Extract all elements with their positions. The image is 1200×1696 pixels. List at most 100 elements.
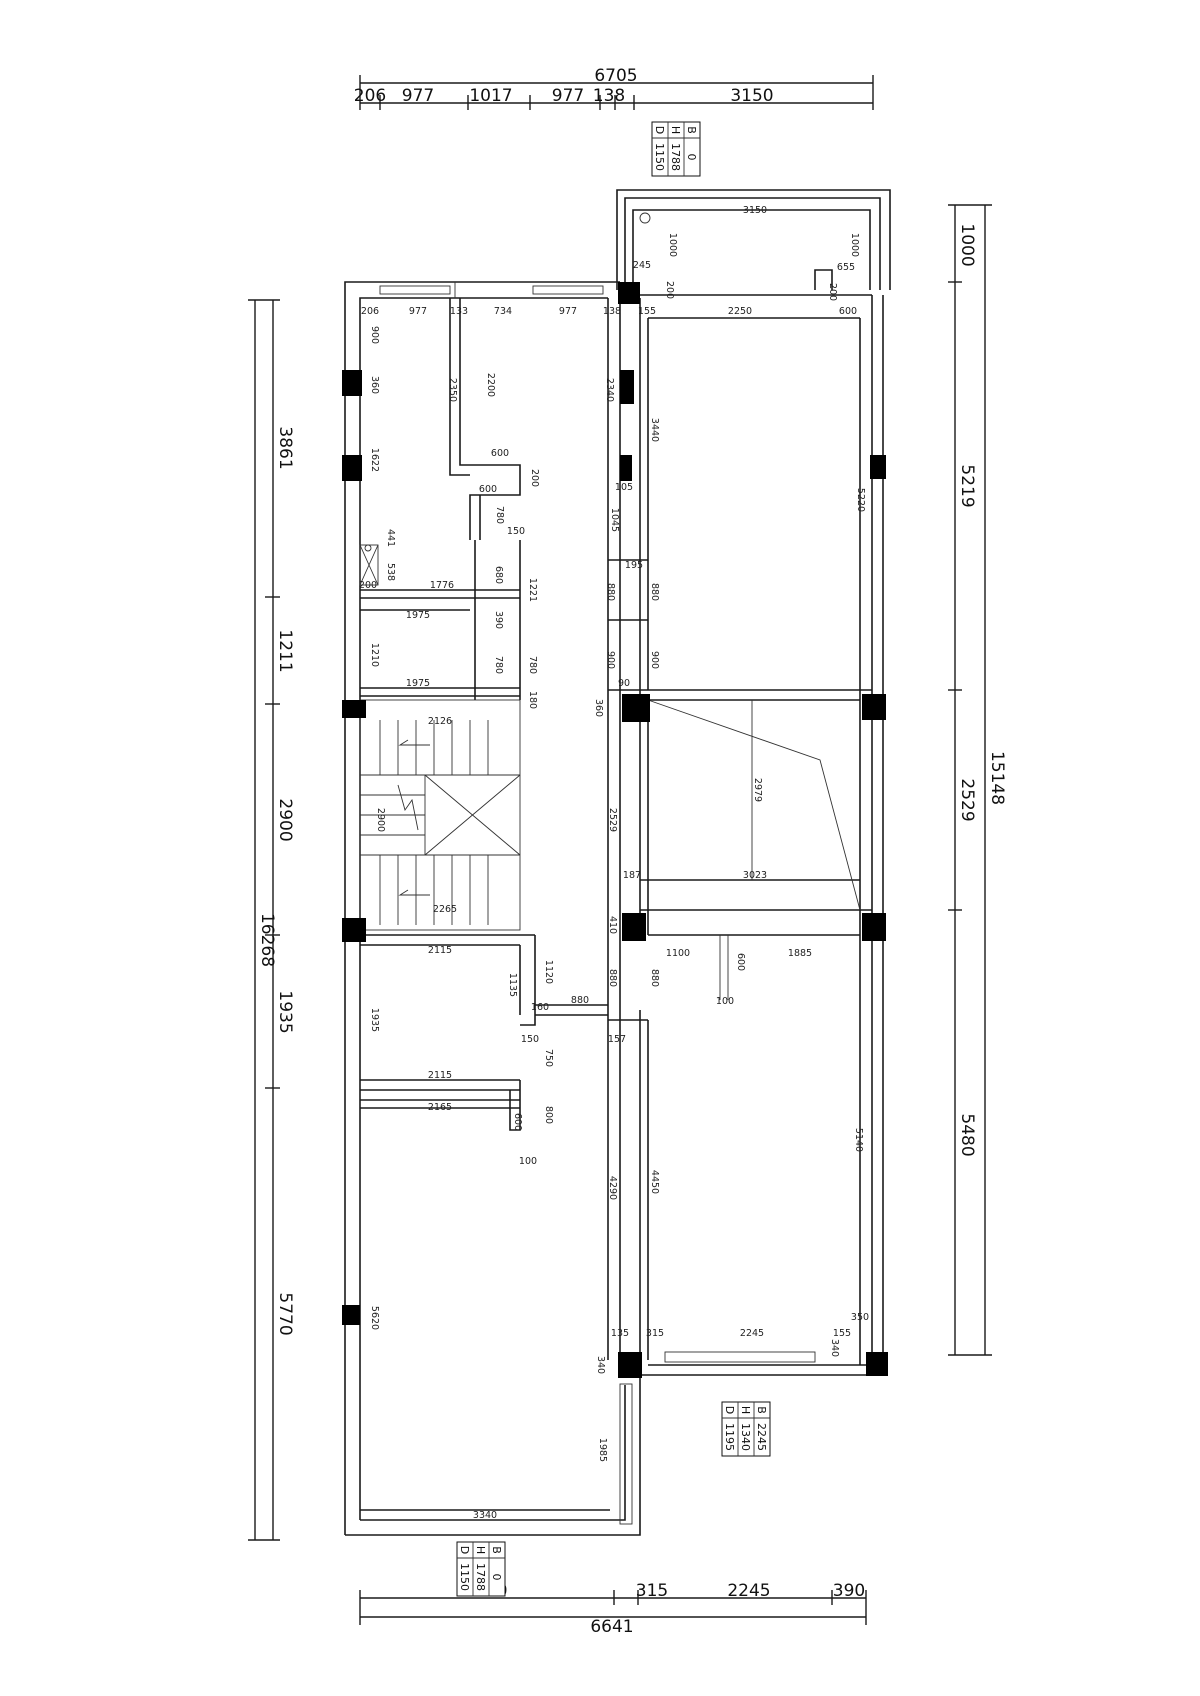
dim-label: 350 [851, 1312, 869, 1323]
dim-label: 1045 [609, 508, 620, 532]
table-cell: 0 [685, 154, 698, 161]
dim-label: 150 [521, 1034, 539, 1045]
dim-label: 1885 [788, 948, 812, 959]
table-cell: B [685, 126, 698, 134]
dim-label: 90 [618, 678, 630, 689]
dim-label: 655 [837, 262, 855, 273]
dim-label: 315 [646, 1328, 664, 1339]
dim-label: 538 [385, 563, 396, 581]
top-dim-6: 3150 [730, 86, 773, 106]
dim-label: 1135 [507, 973, 518, 997]
column [862, 694, 886, 720]
dim-label: 1985 [597, 1438, 608, 1462]
dim-label: 360 [593, 699, 604, 717]
dim-label: 600 [839, 306, 857, 317]
dim-label: 600 [735, 953, 746, 971]
dim-label: 2115 [428, 945, 452, 956]
dim-label: 1210 [369, 643, 380, 667]
table-cell: H [474, 1546, 487, 1554]
dim-label: 1000 [667, 233, 678, 257]
right-dimension-chain: 1000 5219 2529 5480 15148 [948, 204, 1007, 1356]
dim-label: 3440 [649, 418, 660, 442]
dim-label: 138 [603, 306, 621, 317]
dim-label: 1120 [543, 960, 554, 984]
dim-label: 2350 [447, 378, 458, 402]
table-cell: 1340 [739, 1423, 752, 1451]
left-dim-5: 5770 [275, 1292, 295, 1335]
table-cell: 0 [490, 1574, 503, 1581]
dim-label: 200 [529, 469, 540, 487]
dim-label: 1622 [369, 448, 380, 472]
dim-label: 880 [571, 995, 589, 1006]
table-cell: H [739, 1406, 752, 1414]
dim-label: 5620 [369, 1306, 380, 1330]
top-total-dim: 6705 [594, 66, 637, 86]
dim-label: 100 [716, 996, 734, 1007]
dim-label: 2115 [428, 1070, 452, 1081]
column [342, 370, 362, 396]
left-dim-3: 2900 [275, 798, 295, 841]
dim-label: 180 [527, 691, 538, 709]
dim-label: 5220 [855, 488, 866, 512]
left-dim-2: 1211 [275, 629, 295, 672]
column [870, 455, 886, 479]
left-total-dim: 16268 [257, 913, 277, 967]
column [866, 1352, 888, 1376]
column [618, 282, 640, 304]
window-table-top: B 0 H 1788 D 1150 [651, 121, 701, 177]
interior-walls [359, 212, 872, 1365]
top-dim-5: 138 [593, 86, 625, 106]
dim-label: 187 [623, 870, 641, 881]
room-dimension-labels: 3150 1000 1000 245 655 200 200 206 977 1… [359, 205, 869, 1521]
dim-label: 133 [450, 306, 468, 317]
dim-label: 900 [605, 651, 616, 669]
bottom-dim-3: 2245 [727, 1581, 770, 1601]
table-cell: D [458, 1546, 471, 1554]
top-dim-4: 977 [552, 86, 584, 106]
dim-label: 200 [359, 580, 377, 591]
table-cell: 1150 [653, 143, 666, 171]
dim-label: 977 [409, 306, 427, 317]
right-dim-3: 2529 [957, 778, 977, 821]
dim-label: 441 [385, 529, 396, 547]
dim-label: 200 [664, 281, 675, 299]
table-cell: B [490, 1546, 503, 1554]
dim-label: 1776 [430, 580, 454, 591]
column [622, 694, 650, 722]
dim-label: 1000 [849, 233, 860, 257]
dim-label: 1975 [406, 610, 430, 621]
top-dim-1: 206 [354, 86, 386, 106]
dim-label: 206 [361, 306, 379, 317]
bottom-total-dim: 6641 [590, 1617, 633, 1637]
dim-label: 245 [633, 260, 651, 271]
dim-label: 880 [607, 969, 618, 987]
dim-label: 900 [369, 326, 380, 344]
table-cell: 1788 [669, 143, 682, 171]
stair-treads [360, 720, 489, 925]
dim-label: 800 [543, 1106, 554, 1124]
dim-label: 150 [507, 526, 525, 537]
bottom-dim-2: 315 [636, 1581, 668, 1601]
dim-label: 157 [608, 1034, 626, 1045]
table-cell: D [723, 1406, 736, 1414]
column [342, 918, 366, 942]
column [622, 913, 646, 941]
dim-label: 360 [369, 376, 380, 394]
dim-label: 1975 [406, 678, 430, 689]
dim-label: 780 [527, 656, 538, 674]
dim-label: 1221 [527, 578, 538, 602]
dim-label: 3150 [743, 205, 767, 216]
left-dim-1: 3861 [275, 426, 295, 469]
dim-label: 160 [531, 1002, 549, 1013]
dim-label: 680 [493, 566, 504, 584]
dim-label: 880 [649, 583, 660, 601]
right-dim-2: 5219 [957, 464, 977, 507]
dim-label: 390 [493, 611, 504, 629]
table-cell: H [669, 126, 682, 134]
structural-columns [342, 282, 888, 1378]
dim-label: 340 [595, 1356, 606, 1374]
dim-label: 600 [512, 1113, 523, 1131]
dim-label: 5140 [853, 1128, 864, 1152]
top-dim-2: 977 [402, 86, 434, 106]
